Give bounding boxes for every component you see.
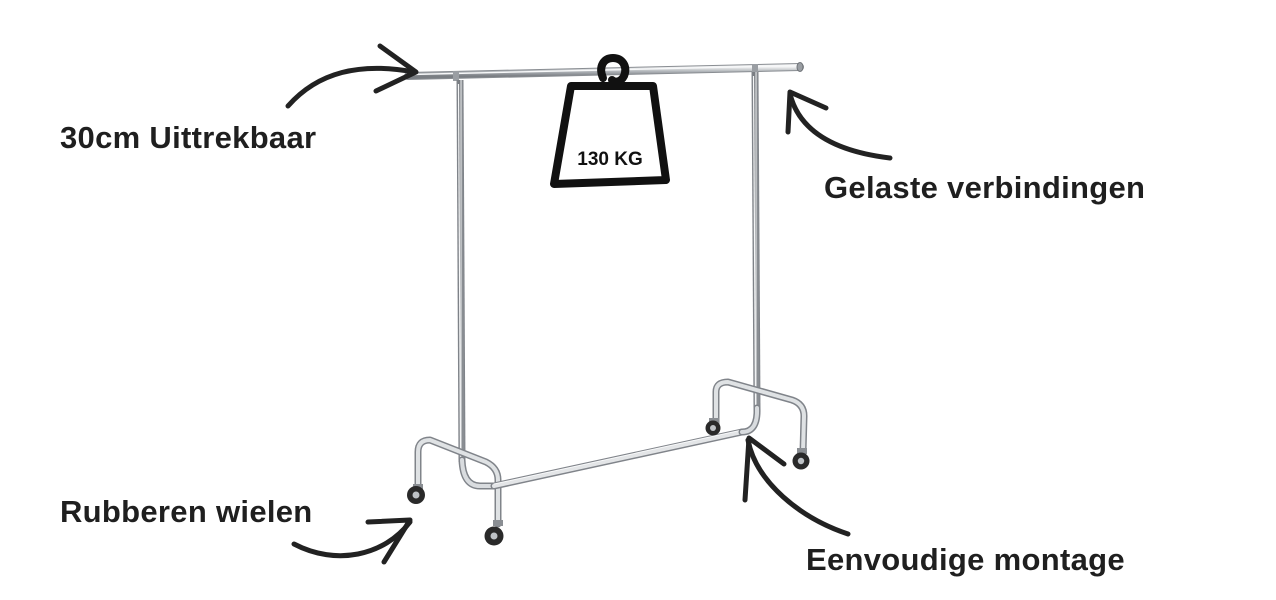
arrow-icon xyxy=(285,43,419,109)
right-upright xyxy=(751,71,761,411)
wheel-icon xyxy=(484,520,504,546)
rubber-wheels-label: Rubberen wielen xyxy=(60,494,313,529)
extendable-label: 30cm Uittrekbaar xyxy=(60,120,317,155)
wheel-icon xyxy=(407,484,425,504)
weight-label: 130 KG xyxy=(577,149,642,170)
left-upright xyxy=(456,79,466,463)
arrow-icon xyxy=(785,89,893,161)
clothing-rack xyxy=(404,62,810,546)
arrow-icon xyxy=(742,435,851,537)
welded-joints-label: Gelaste verbindingen xyxy=(824,170,1146,205)
arrow-icon xyxy=(291,517,413,565)
rack-base xyxy=(414,378,808,528)
wheel-icon xyxy=(792,448,810,470)
easy-assembly-label: Eenvoudige montage xyxy=(806,542,1125,577)
wheel-icon xyxy=(705,418,721,436)
weight-icon: 130 KG xyxy=(550,53,670,188)
